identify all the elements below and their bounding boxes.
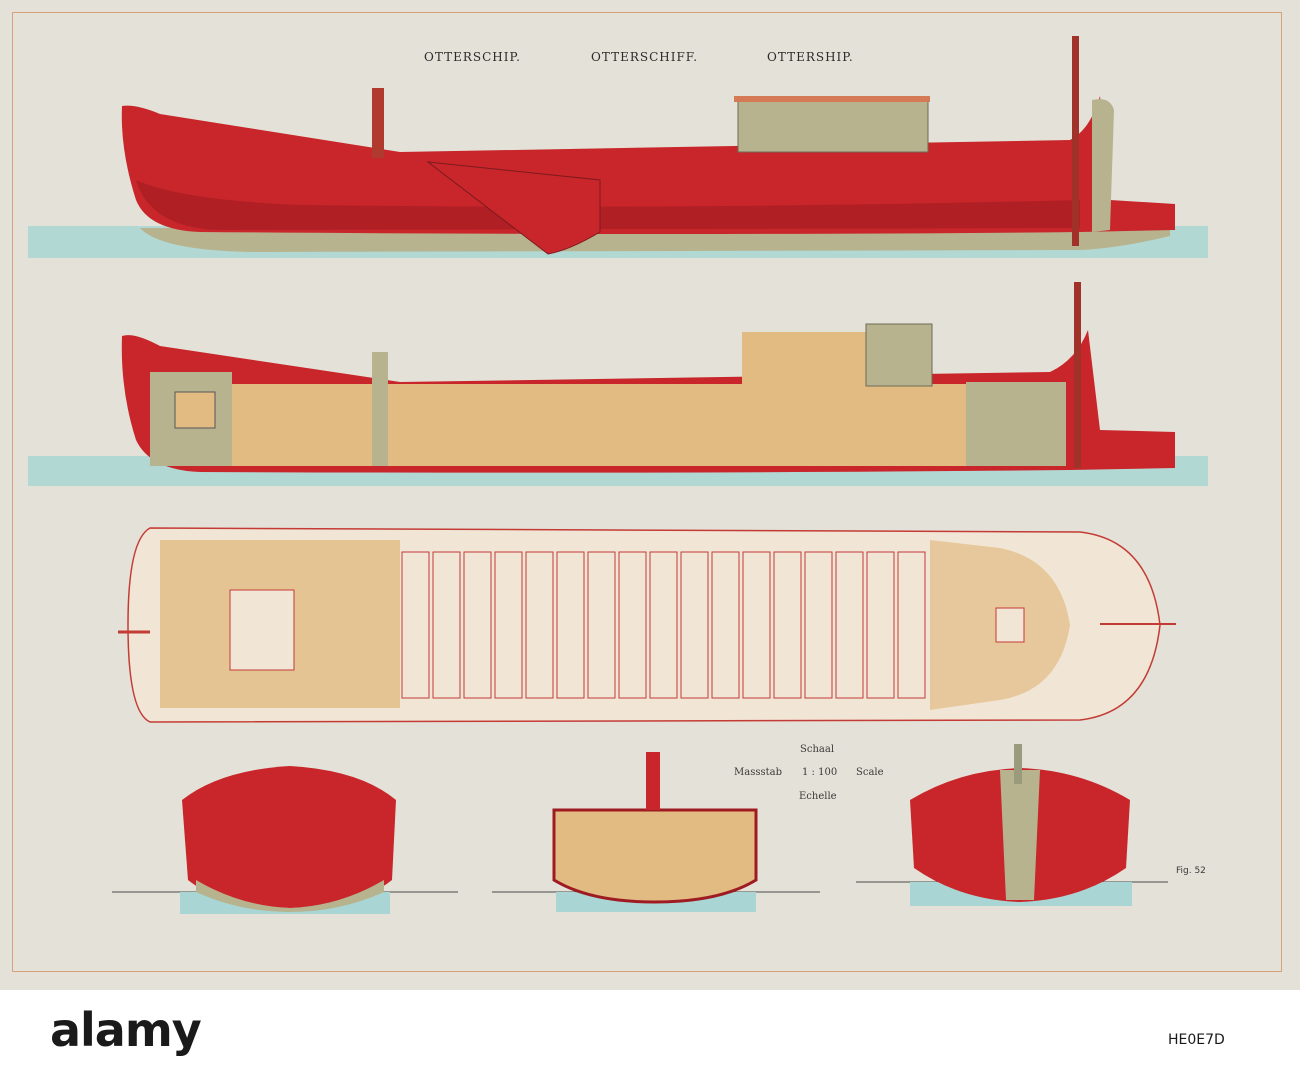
stern-view-rudder <box>1000 770 1040 900</box>
watermark-image-id: HE0E7D <box>1168 1032 1225 1048</box>
figure-label: Fig. 52 <box>1176 866 1206 876</box>
watermark-logo: alamy <box>50 1003 202 1057</box>
stern-hatch-plan <box>995 607 1025 643</box>
mast-stump-1 <box>372 88 384 158</box>
side-elevation <box>28 36 1208 258</box>
leeboard-1 <box>426 161 601 255</box>
cargo-hatch-board <box>401 551 430 699</box>
hold-interior <box>232 384 1052 466</box>
scale-label-french: Echelle <box>799 791 837 802</box>
hull-shade-1 <box>136 180 1080 230</box>
scale-ratio: 1 : 100 <box>802 767 838 778</box>
stern-view-post <box>1014 744 1022 784</box>
cargo-hatches <box>401 551 926 699</box>
hull-side-1 <box>121 96 1175 234</box>
cargo-hatch-board <box>680 551 709 699</box>
cargo-hatch-board <box>773 551 802 699</box>
section-view-mast <box>646 752 660 810</box>
cargo-hatch-board <box>866 551 895 699</box>
deck-plan <box>118 527 1176 723</box>
fore-hatch-plan <box>229 589 295 671</box>
plate-frame <box>12 12 1282 972</box>
title-german: Otterschiff. <box>591 50 699 64</box>
cargo-hatch-board <box>494 551 523 699</box>
cabin-1 <box>737 99 929 153</box>
mid-bulkhead <box>372 352 388 466</box>
cargo-hatch-board <box>556 551 585 699</box>
cargo-hatch-board <box>897 551 926 699</box>
cabin-roof-1 <box>734 96 930 102</box>
cargo-hatch-board <box>432 551 461 699</box>
bow-view-lower <box>196 880 384 912</box>
bow-hatch <box>174 391 216 429</box>
rudder-1 <box>1092 99 1114 232</box>
section-view-hull <box>552 808 758 904</box>
scale-label-dutch: Schaal <box>800 744 835 755</box>
scale-label-english: Scale <box>856 767 884 778</box>
cargo-hatch-board <box>587 551 616 699</box>
aft-cabin-upper <box>865 323 933 387</box>
end-views <box>112 744 1168 914</box>
scale-label-german: Massstab <box>734 767 782 778</box>
longitudinal-section <box>28 282 1208 486</box>
rear-mast-2 <box>1074 282 1081 468</box>
watermark-bar <box>0 990 1300 1073</box>
title-english: Ottership. <box>767 50 854 64</box>
hull-underwater-1 <box>140 228 1170 252</box>
stern-cabin-section <box>966 382 1066 466</box>
cargo-hatch-board <box>835 551 864 699</box>
bow-view-hull <box>182 766 396 908</box>
cargo-hatch-board <box>711 551 740 699</box>
cargo-hatch-board <box>463 551 492 699</box>
title-dutch: Otterschip. <box>424 50 521 64</box>
cargo-hatch-board <box>649 551 678 699</box>
cargo-hatch-board <box>804 551 833 699</box>
cargo-hatch-board <box>525 551 554 699</box>
cargo-hatch-board <box>742 551 771 699</box>
cargo-hatch-board <box>618 551 647 699</box>
rear-mast-1 <box>1072 36 1079 246</box>
ship-drawing <box>28 36 1208 914</box>
